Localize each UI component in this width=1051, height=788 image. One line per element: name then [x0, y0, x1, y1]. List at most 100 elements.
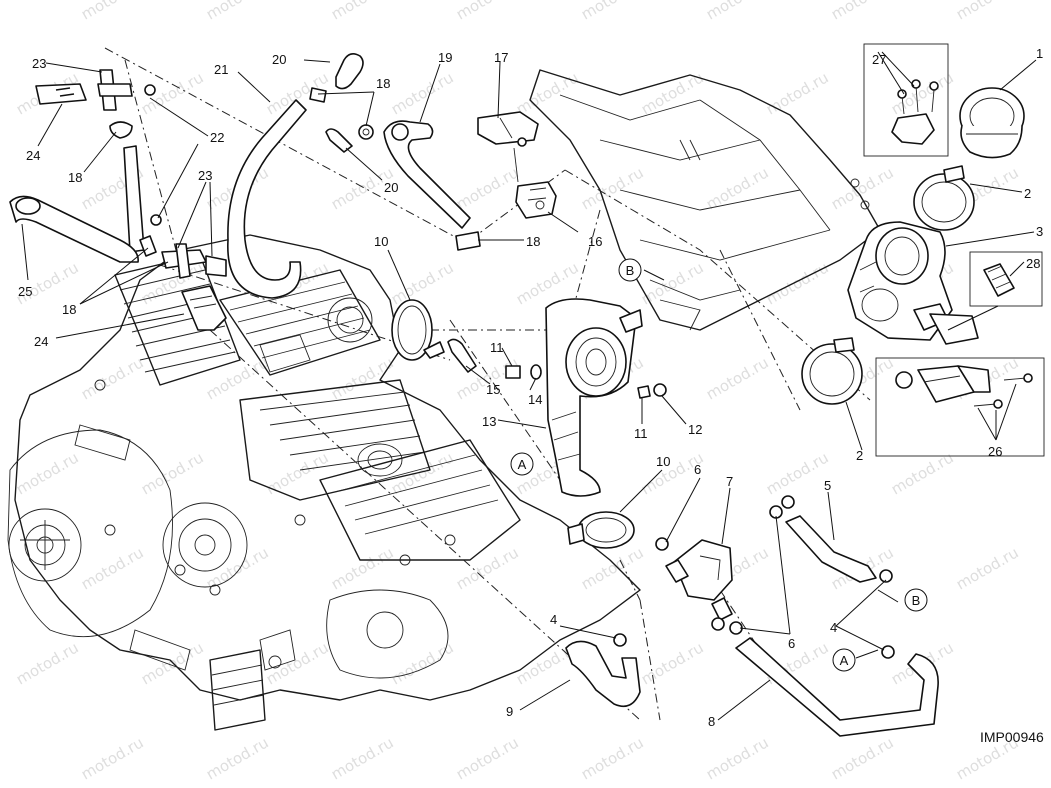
watermark-text: motod.ru [328, 543, 397, 593]
watermark-text: motod.ru [78, 733, 147, 783]
callout-5: 5 [824, 478, 831, 493]
part-20-vacuum-hose [309, 52, 374, 153]
watermark-text: motod.ru [578, 0, 647, 23]
callout-4: 4 [830, 620, 837, 635]
ref-letter-B: B [626, 263, 635, 278]
part-15-small-hose [447, 338, 477, 373]
watermark-text: motod.ru [13, 638, 82, 688]
watermark-text: motod.ru [453, 163, 522, 213]
callout-13: 13 [482, 414, 496, 429]
part-2-clamp-upper [913, 165, 975, 231]
part-19-hose [383, 120, 481, 251]
part-23-injector-fitting-top [35, 69, 156, 139]
callout-18: 18 [376, 76, 390, 91]
callout-12: 12 [688, 422, 702, 437]
watermark-text: motod.ru [703, 733, 772, 783]
watermark-text: motod.ru [263, 448, 332, 498]
watermark-text: motod.ru [703, 353, 772, 403]
watermark-text: motod.ru [138, 638, 207, 688]
part-13-intake-manifold [545, 298, 643, 497]
callout-11: 11 [634, 426, 648, 441]
callout-16: 16 [588, 234, 602, 249]
callout-11: 11 [490, 340, 504, 355]
part-8-long-hose [735, 637, 939, 737]
reference-marker-B-right: B [904, 588, 928, 612]
callout-28: 28 [1026, 256, 1040, 271]
watermark-text: motod.ru [578, 733, 647, 783]
engine-block [7, 234, 641, 731]
callout-19: 19 [438, 50, 452, 65]
callout-7: 7 [726, 474, 733, 489]
callout-2: 2 [1024, 186, 1031, 201]
watermark-text: motod.ru [703, 0, 772, 23]
part-25-hose [9, 195, 139, 263]
watermark-text: motod.ru [203, 0, 272, 23]
callout-21: 21 [214, 62, 228, 77]
callout-6: 6 [694, 462, 701, 477]
callout-18: 18 [62, 302, 76, 317]
reference-marker-A-left: A [510, 452, 534, 476]
ref-letter-B: B [912, 593, 921, 608]
watermark-text: motod.ru [828, 163, 897, 213]
part-3-throttle-body [847, 221, 979, 345]
callout-17: 17 [494, 50, 508, 65]
watermark-text: motod.ru [828, 0, 897, 23]
callout-8: 8 [708, 714, 715, 729]
watermark-text: motod.ru [328, 353, 397, 403]
callout-4: 4 [550, 612, 557, 627]
inset-28 [969, 251, 1043, 307]
callout-25: 25 [18, 284, 32, 299]
watermark-text: motod.ru [328, 0, 397, 23]
callout-9: 9 [506, 704, 513, 719]
callout-labels: 23 24 18 22 23 25 18 24 21 20 18 20 19 1… [18, 46, 1043, 729]
part-23-injector-fitting-lower [139, 214, 227, 279]
part-21-long-hose [227, 99, 307, 299]
part-2-clamp-lower [801, 337, 863, 405]
watermark-text: motod.ru [388, 258, 457, 308]
callout-18: 18 [526, 234, 540, 249]
callout-24: 24 [26, 148, 40, 163]
watermark-text: motod.ru [78, 0, 147, 23]
inset-27 [863, 43, 949, 157]
part-18-hose-top [123, 145, 145, 253]
watermark-text: motod.ru [328, 733, 397, 783]
watermark-text: motod.ru [953, 0, 1022, 23]
watermark-text: motod.ru [453, 0, 522, 23]
part-10-clamp-upper [391, 299, 445, 361]
callout-26: 26 [988, 444, 1002, 459]
callout-3: 3 [1036, 224, 1043, 239]
part-1-intake-funnel [959, 87, 1025, 159]
drawing-code: IMP00946 [980, 729, 1044, 745]
ref-letter-A: A [840, 653, 849, 668]
reference-marker-A-right: A [832, 648, 856, 672]
airbox [529, 69, 881, 331]
watermark-text: motod.ru [453, 543, 522, 593]
callout-10: 10 [656, 454, 670, 469]
watermark-text: motod.ru [203, 733, 272, 783]
callout-14: 14 [528, 392, 542, 407]
watermark-text: motod.ru [263, 638, 332, 688]
watermark-text: motod.ru [513, 68, 582, 118]
watermark-text: motod.ru [763, 448, 832, 498]
callout-10: 10 [374, 234, 388, 249]
callout-20: 20 [272, 52, 286, 67]
reference-marker-B-left: B [618, 258, 642, 282]
part-6-clips [655, 495, 795, 635]
ref-letter-A: A [518, 457, 527, 472]
callout-22: 22 [210, 130, 224, 145]
watermark-text: motod.ru [638, 68, 707, 118]
callout-23: 23 [32, 56, 46, 71]
part-24-injector-lower [181, 285, 227, 331]
watermark-text: motod.ru [638, 258, 707, 308]
watermark-text: motod.ru [453, 733, 522, 783]
callout-2: 2 [856, 448, 863, 463]
watermark-text: motod.ru [78, 543, 147, 593]
watermark-text: motod.ru [763, 68, 832, 118]
inset-26 [875, 357, 1045, 457]
callout-18: 18 [68, 170, 82, 185]
callout-6: 6 [788, 636, 795, 651]
watermark-text: motod.ru [828, 733, 897, 783]
part-9-hose [565, 633, 641, 708]
